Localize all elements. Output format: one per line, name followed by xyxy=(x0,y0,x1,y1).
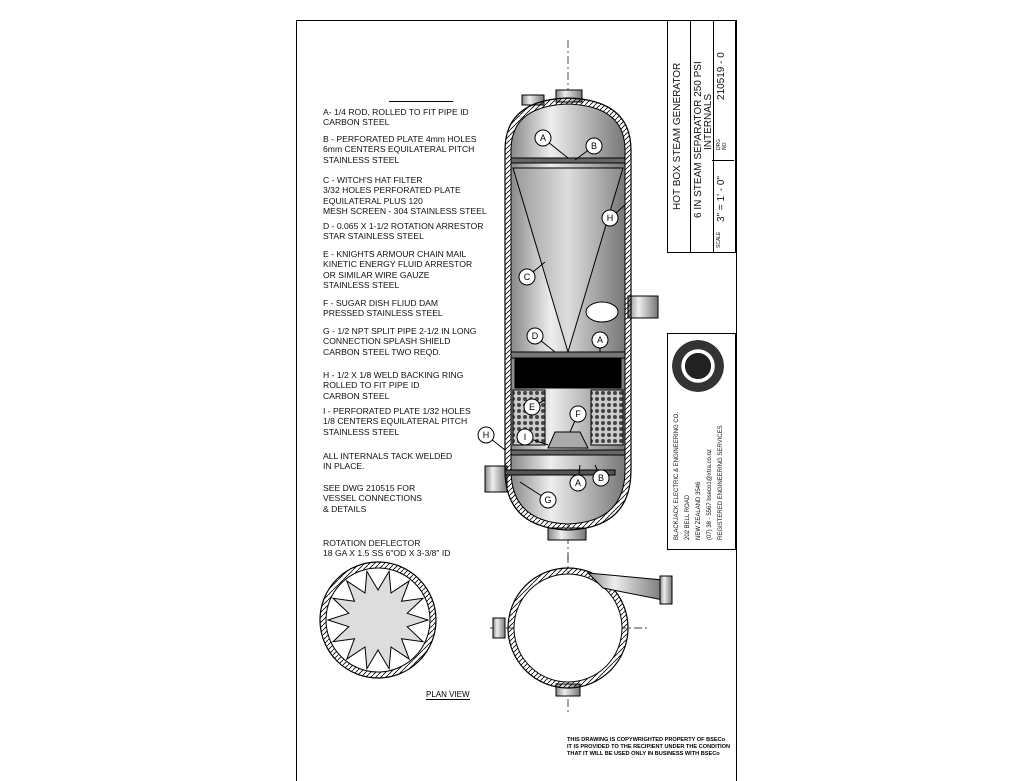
callout-label: I xyxy=(524,432,527,442)
copyright-notice: THIS DRAWING IS COPYWRIGHTED PROPERTY OF… xyxy=(567,737,731,757)
note-item: E - KNIGHTS ARMOUR CHAIN MAIL KINETIC EN… xyxy=(323,249,473,291)
company-line: REGISTERED ENGINEERING SERVICES xyxy=(718,425,724,540)
scale-label: SCALE xyxy=(716,231,722,248)
drawing-sheet xyxy=(296,20,737,781)
callout-bubble: E xyxy=(523,398,546,416)
callout-bubble: A xyxy=(591,331,609,352)
note-item: C - WITCH'S HAT FILTER 3/32 HOLES PERFOR… xyxy=(323,175,487,217)
callout-bubble: B xyxy=(592,464,610,487)
company-line: (07) 38 - 5567 bseco1@xtra.co.nz xyxy=(707,449,713,540)
drn-label: DRG NO xyxy=(716,138,728,150)
drawing-number: 210519 - 0 xyxy=(716,52,727,100)
plan-view-label: PLAN VIEW xyxy=(426,690,470,700)
callout-bubble: H xyxy=(477,426,506,451)
title-block xyxy=(667,20,736,253)
rotation-arrestor xyxy=(514,357,622,389)
callout-bubble: D xyxy=(526,327,556,353)
callout-label: B xyxy=(591,141,597,151)
company-seal xyxy=(672,340,724,392)
note-item: B - PERFORATED PLATE 4mm HOLES 6mm CENTE… xyxy=(323,134,477,165)
drawing-subtitle-2: INTERNALS xyxy=(703,93,714,150)
note-item: H - 1/2 X 1/8 WELD BACKING RING ROLLED T… xyxy=(323,370,464,401)
callout-label: A xyxy=(540,133,546,143)
note-item: A- 1/4 ROD, ROLLED TO FIT PIPE ID CARBON… xyxy=(323,107,469,128)
callout-bubble: G xyxy=(519,481,557,509)
company-line: 202 BELL ROAD xyxy=(685,494,691,540)
note-item: ROTATION DEFLECTOR 18 GA X 1.5 SS 6"OD X… xyxy=(323,538,451,559)
callout-label: G xyxy=(544,495,551,505)
callout-label: D xyxy=(532,331,539,341)
title-dividers xyxy=(690,20,714,252)
side-nozzle xyxy=(627,295,659,319)
note-item: SEE DWG 210515 FOR VESSEL CONNECTIONS & … xyxy=(323,483,423,514)
callout-label: A xyxy=(575,478,581,488)
callout-label: H xyxy=(483,430,490,440)
callout-bubble: A xyxy=(569,464,587,492)
callout-label: F xyxy=(575,409,581,419)
callout-bubble: H xyxy=(601,204,626,227)
callout-bubble: B xyxy=(574,137,603,161)
drawing-title: HOT BOX STEAM GENERATOR xyxy=(672,62,683,210)
scale-value: 3" = 1' - 0" xyxy=(716,176,727,222)
note-item: D - 0.065 X 1-1/2 ROTATION ARRESTOR STAR… xyxy=(323,221,484,242)
callout-label: H xyxy=(607,213,614,223)
company-line: NEW ZEALAND 3546 xyxy=(696,481,702,540)
company-block xyxy=(667,333,736,550)
note-item: F - SUGAR DISH FLIUD DAM PRESSED STAINLE… xyxy=(323,298,443,319)
notes-underline xyxy=(389,101,453,102)
witchs-hat-filter xyxy=(512,167,624,354)
note-item: ALL INTERNALS TACK WELDED IN PLACE. xyxy=(323,451,453,472)
note-item: I - PERFORATED PLATE 1/32 HOLES 1/8 CENT… xyxy=(323,406,471,437)
callout-label: E xyxy=(529,402,535,412)
callout-label: A xyxy=(597,335,603,345)
callout-label: C xyxy=(524,272,531,282)
callout-bubble: I xyxy=(516,428,549,446)
callout-label: B xyxy=(598,473,604,483)
vessel-plan xyxy=(492,567,673,697)
callout-bubble: F xyxy=(569,405,587,433)
callout-bubble: C xyxy=(518,261,546,286)
rotation-deflector-plan xyxy=(319,561,437,679)
callout-bubble: A xyxy=(534,129,569,159)
sugar-dish-dam xyxy=(547,431,589,449)
note-item: G - 1/2 NPT SPLIT PIPE 2-1/2 IN LONG CON… xyxy=(323,326,477,357)
company-line: BLACKJACK ELECTRIC & ENGINEERING CO. xyxy=(674,411,680,540)
